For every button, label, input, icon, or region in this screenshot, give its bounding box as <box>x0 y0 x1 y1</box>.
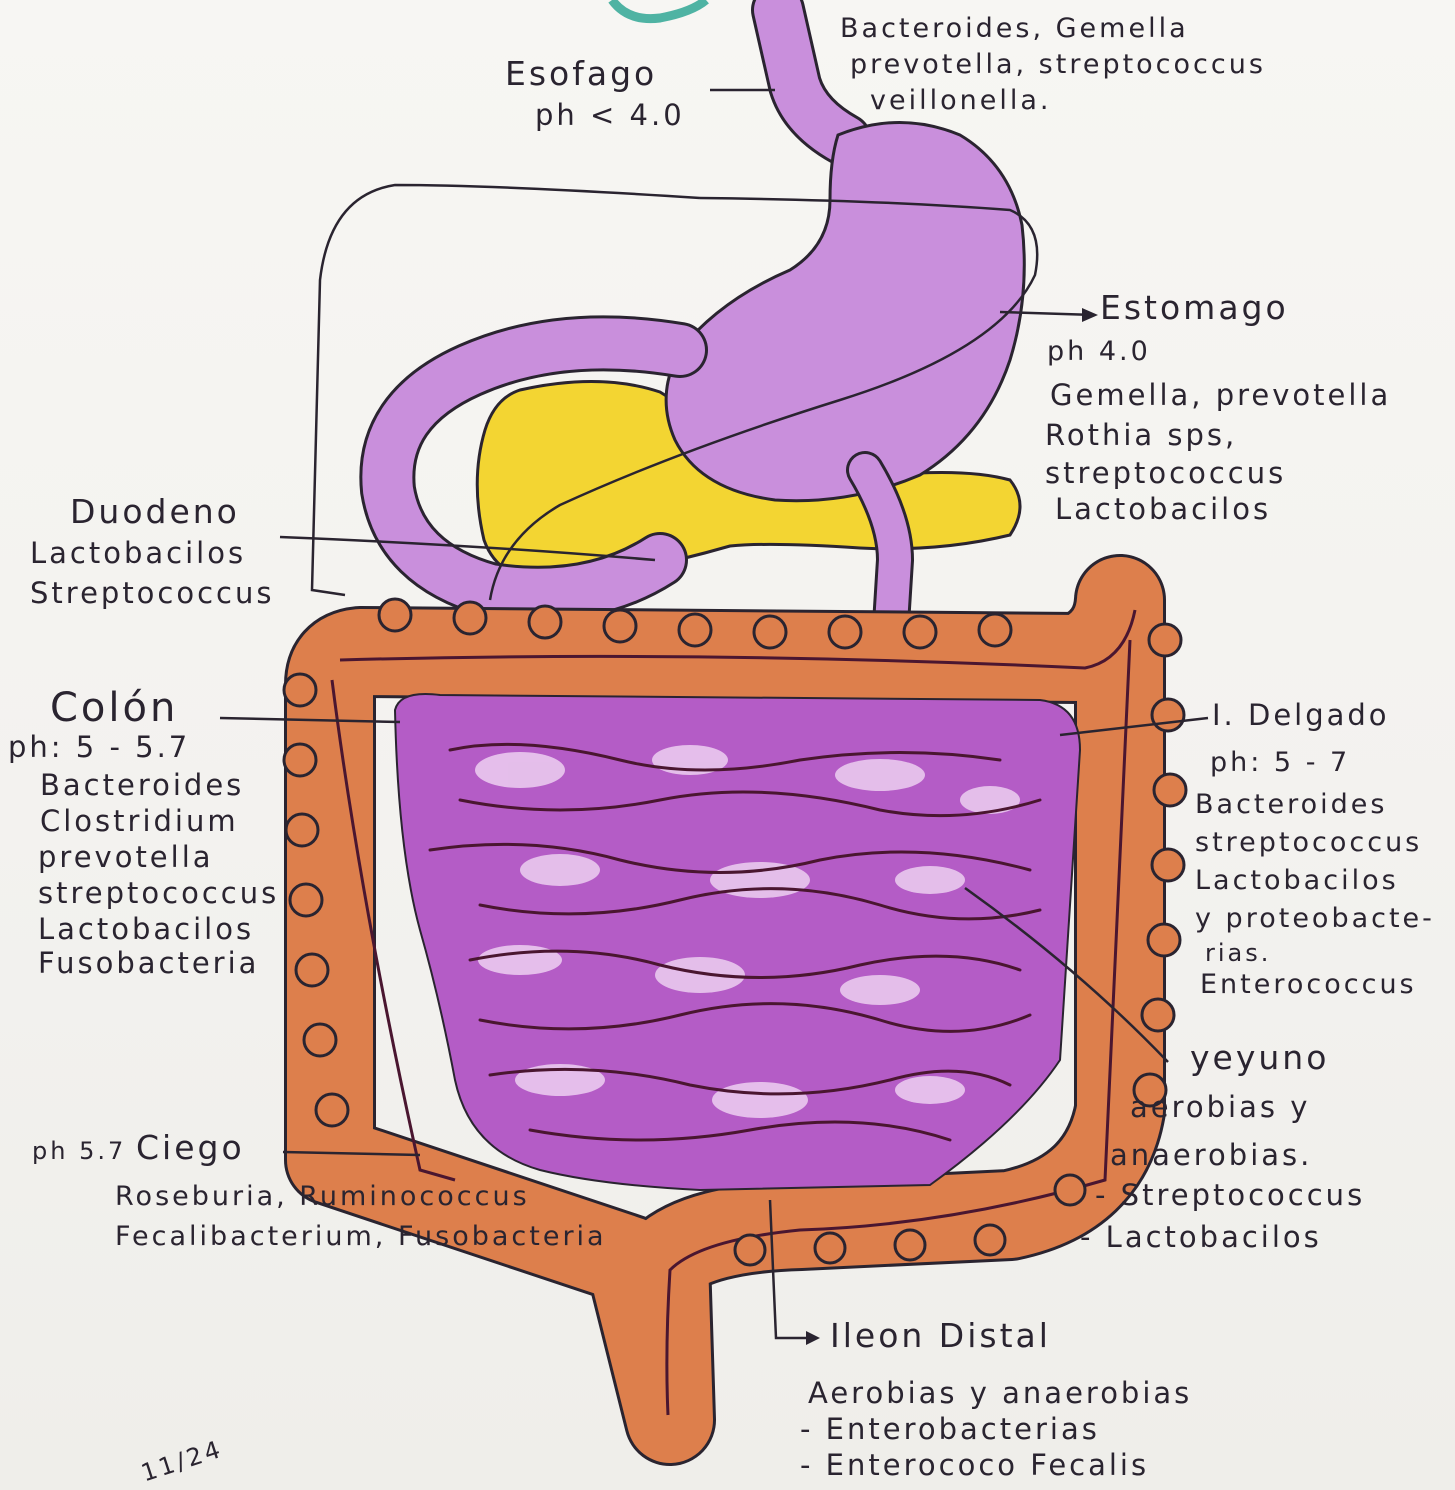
intestino-delgado-label: I. Delgado <box>1212 700 1390 732</box>
estomago-bacteria-2: Rothia sps, <box>1045 420 1237 452</box>
esofago-bacteria-1: Bacteroides, Gemella <box>840 14 1189 44</box>
intestino-delgado-ph: ph: 5 - 7 <box>1210 748 1350 778</box>
intestino-delgado-bacteria-5: rias. <box>1205 940 1271 966</box>
colon-bacteria-3: prevotella <box>38 842 214 874</box>
intestino-delgado-bacteria-1: Bacteroides <box>1195 790 1387 820</box>
stomach <box>666 123 1024 501</box>
ciego-label: Ciego <box>136 1130 245 1166</box>
intestino-delgado-bacteria-2: streptococcus <box>1195 828 1422 858</box>
ileon-distal-label: Ileon Distal <box>830 1318 1051 1354</box>
yeyuno-bacteria-3: - Streptococcus <box>1095 1180 1365 1212</box>
ileon-distal-bacteria-1: Aerobias y anaerobias <box>808 1378 1192 1410</box>
colon-bacteria-1: Bacteroides <box>40 770 244 802</box>
ciego-bacteria-1: Roseburia, Ruminococcus <box>115 1182 530 1212</box>
ileon-distal-bacteria-2: - Enterobacterias <box>800 1414 1100 1446</box>
estomago-bacteria-1: Gemella, prevotella <box>1050 380 1391 412</box>
colon-bacteria-4: streptococcus <box>38 878 279 910</box>
yeyuno-label: yeyuno <box>1190 1040 1329 1076</box>
arrowhead-ileon <box>806 1331 820 1345</box>
colon-bacteria-6: Fusobacteria <box>38 948 259 980</box>
duodeno-bacteria-1: Lactobacilos <box>30 538 246 570</box>
ciego-ph: ph 5.7 <box>32 1138 126 1164</box>
esofago-bacteria-3: veillonella. <box>870 86 1051 116</box>
yeyuno-bacteria-1: aerobias y <box>1130 1092 1310 1124</box>
intestino-delgado-bacteria-6: Enterococcus <box>1200 970 1417 1000</box>
title-mark-fragment <box>612 0 706 19</box>
colon-ph: ph: 5 - 5.7 <box>8 732 190 764</box>
yeyuno-bacteria-2: anaerobias. <box>1110 1140 1312 1172</box>
ileon-distal-bacteria-3: - Enterococo Fecalis <box>800 1450 1149 1482</box>
arrowhead-estomago <box>1082 308 1098 322</box>
intestino-delgado-bacteria-4: y proteobacte- <box>1195 904 1435 934</box>
ciego-bacteria-2: Fecalibacterium, Fusobacteria <box>115 1222 607 1252</box>
estomago-bacteria-4: Lactobacilos <box>1055 494 1271 526</box>
colon-bacteria-5: Lactobacilos <box>38 914 254 946</box>
esofago-ph: ph < 4.0 <box>535 100 685 132</box>
esofago-label: Esofago <box>505 56 657 92</box>
duodeno-bacteria-2: Streptococcus <box>30 578 275 610</box>
colon-label: Colón <box>50 686 178 730</box>
estomago-label: Estomago <box>1100 290 1289 326</box>
estomago-bacteria-3: streptococcus <box>1045 458 1286 490</box>
colon-bacteria-2: Clostridium <box>40 806 239 838</box>
yeyuno-bacteria-4: - Lactobacilos <box>1080 1222 1322 1254</box>
esofago-bacteria-2: prevotella, streptococcus <box>850 50 1266 80</box>
estomago-ph: ph 4.0 <box>1047 337 1151 367</box>
duodeno-label: Duodeno <box>70 494 240 530</box>
intestino-delgado-bacteria-3: Lactobacilos <box>1195 866 1399 896</box>
